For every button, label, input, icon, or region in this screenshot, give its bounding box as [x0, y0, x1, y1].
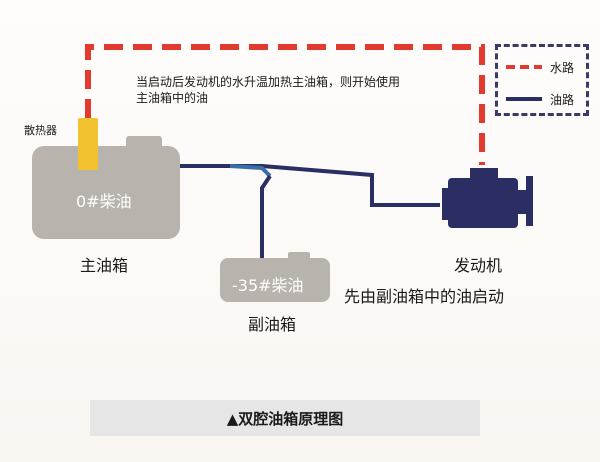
radiator-shape — [78, 118, 98, 170]
oil-path-junction — [229, 164, 272, 178]
oil-path-to-sub-tank — [260, 174, 272, 258]
water-path-line — [85, 44, 485, 165]
flow-note: 当启动后发动机的水升温加热主油箱，则开始使用 主油箱中的油 — [136, 75, 401, 105]
engine-label: 发动机 — [454, 256, 503, 275]
legend: 水路 油路 — [495, 44, 589, 116]
legend-water-label: 水路 — [550, 61, 575, 75]
oil-path-main-to-engine — [180, 164, 440, 207]
main-tank-cap — [126, 136, 162, 152]
legend-swatches — [506, 65, 542, 101]
legend-oil-label: 油路 — [550, 93, 575, 107]
sub-tank-content-label: -35#柴油 — [232, 276, 304, 295]
main-tank-content-label: 0#柴油 — [76, 192, 132, 211]
radiator-label: 散热器 — [24, 124, 57, 137]
main-tank-label: 主油箱 — [80, 256, 129, 275]
engine-icon — [442, 168, 533, 228]
caption-bar: ▲双腔油箱原理图 — [90, 400, 480, 436]
sub-tank-body — [220, 258, 330, 302]
main-tank-body — [32, 146, 180, 239]
sub-tank-label: 副油箱 — [248, 315, 297, 334]
engine-note: 先由副油箱中的油启动 — [344, 287, 505, 306]
caption-text: ▲双腔油箱原理图 — [226, 409, 344, 428]
sub-tank-cap — [288, 252, 310, 262]
